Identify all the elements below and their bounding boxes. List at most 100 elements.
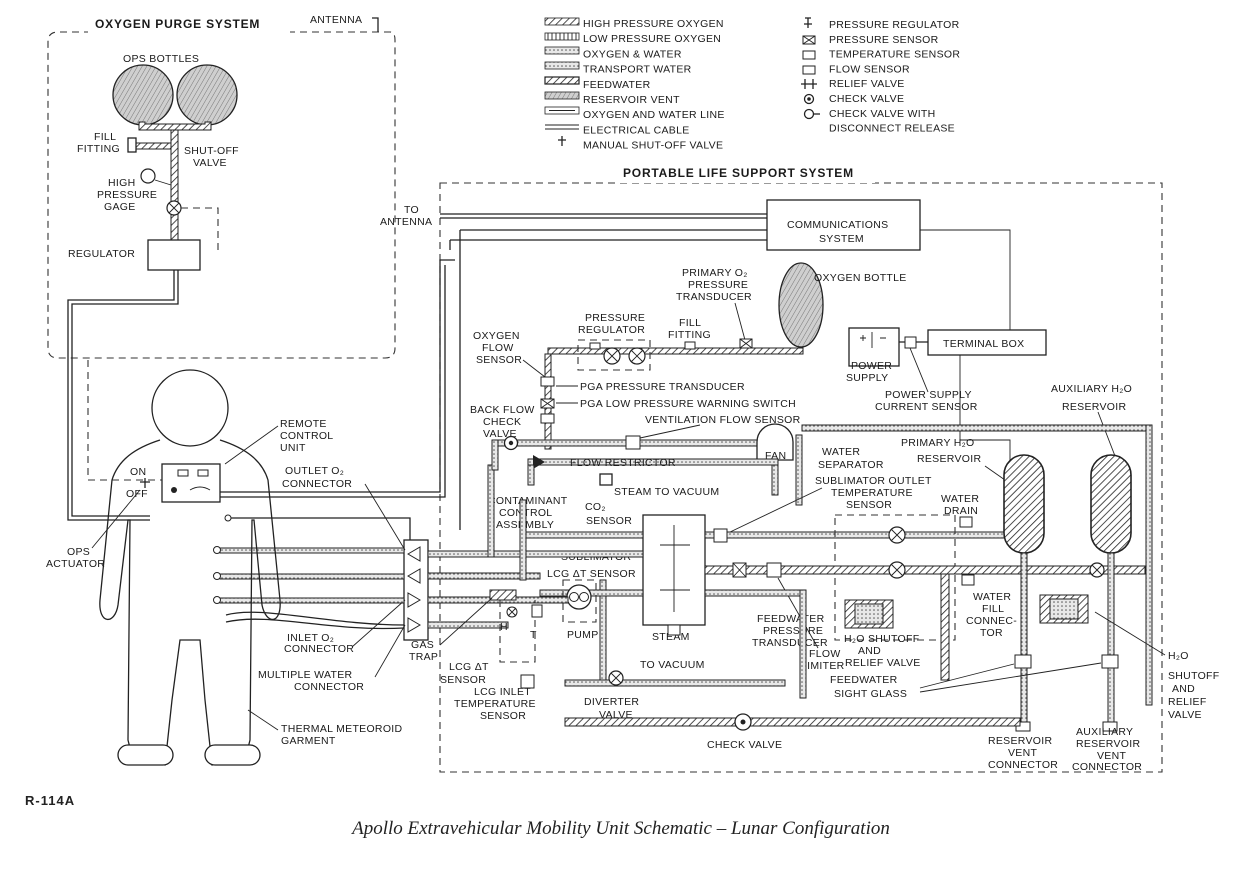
aux-vent-label-2: RESERVOIR [1076,738,1140,750]
oxygen-flow-sensor-icon [540,376,555,387]
lcg-dt2-label-1: LCG ΔT [449,661,489,673]
h2o-shutoff-label-2: AND [858,645,881,657]
water-sep-label-2: SEPARATOR [818,459,884,471]
multi-water-label-2: CONNECTOR [294,681,364,693]
power-supply-label-1: POWER [851,360,892,372]
gas-trap-label-1: GAS [411,639,434,651]
h2o-shutoff-r-label-1: H₂O [1168,650,1189,662]
feedwater-pt-label-1: FEEDWATER [757,613,825,625]
h2o-shutoff-r-label-3: AND [1172,683,1195,695]
back-flow-label-1: BACK FLOW [470,404,535,416]
remote-label-2: CONTROL [280,430,333,442]
outlet-label-2: CONNECTOR [282,478,352,490]
power-supply-box [848,327,900,367]
primary-o2-label-3: TRANSDUCER [676,291,752,303]
pga-pt-label: PGA PRESSURE TRANSDUCER [580,381,745,393]
figure-caption: Apollo Extravehicular Mobility Unit Sche… [352,818,890,839]
primary-res-label-2: RESERVOIR [917,453,981,465]
hp-gage-label-1: HIGH [108,177,135,189]
ops-bottles-label: OPS BOTTLES [123,53,199,65]
legend-symbol-label-0: PRESSURE REGULATOR [829,19,960,31]
res-vent-label-3: CONNECTOR [988,759,1058,771]
legend-symbol-label-3: FLOW SENSOR [829,63,910,75]
legend-symbol-label-2: TEMPERATURE SENSOR [829,49,960,61]
legend-line-label-4: FEEDWATER [583,79,651,91]
pga-lp-label: PGA LOW PRESSURE WARNING SWITCH [580,398,796,410]
lcg-dt-label: LCG ΔT SENSOR [547,568,636,580]
res-vent-label-2: VENT [1008,747,1037,759]
primary-res-label-1: PRIMARY H₂O [901,437,975,449]
primary-h2o-reservoir-icon [1003,454,1045,554]
legend-line-label-1: LOW PRESSURE OXYGEN [583,33,721,45]
terminal-box-label: TERMINAL BOX [943,338,1024,350]
legend-line-label-3: TRANSPORT WATER [583,64,692,76]
co2-label-2: SENSOR [586,515,632,527]
water-fill-label-2: FILL [982,603,1004,615]
legend-symbol-label-7: DISCONNECT RELEASE [829,123,955,135]
aux-vent-label-1: AUXILIARY [1076,726,1133,738]
ops-bottle-left [112,64,174,126]
comm-label-2: SYSTEM [819,233,864,245]
legend-line-label-6: OXYGEN AND WATER LINE [583,109,725,121]
legend-line-label-2: OXYGEN & WATER [583,48,682,60]
legend-symbol-label-4: RELIEF VALVE [829,78,905,90]
remote-label-1: REMOTE [280,418,327,430]
flow-limiter-label-1: FLOW [809,648,841,660]
hp-gage-label-2: PRESSURE [97,189,157,201]
sub-outlet-label-2: TEMPERATURE [831,487,913,499]
t-mark: T [530,629,537,641]
lcg-inlet-label-1: LCG INLET [474,686,531,698]
fill2-label-1: FILL [679,317,701,329]
thermal-label-1: THERMAL METEOROID [281,723,403,735]
steam-vac-label-1: STEAM TO VACUUM [614,486,719,498]
legend: HIGH PRESSURE OXYGEN LOW PRESSURE OXYGEN O… [544,17,960,152]
current-sensor-icon [904,336,917,349]
diverter-label-1: DIVERTER [584,696,639,708]
on-label: ON [130,466,146,478]
fill-fitting-label-2: FITTING [77,143,120,155]
inlet-label-2: CONNECTOR [284,643,354,655]
aux-res-label-1: AUXILIARY H₂O [1051,383,1132,395]
aux-vent-label-4: CONNECTOR [1072,761,1142,773]
water-fill-label-4: TOR [980,627,1003,639]
shutoff-label-1: SHUT-OFF [184,145,239,157]
plss-heading: PORTABLE LIFE SUPPORT SYSTEM [623,166,854,180]
fan-icon [756,423,794,461]
res-vent-label-1: RESERVOIR [988,735,1052,747]
fill-fitting-label-1: FILL [94,131,116,143]
legend-line-label-5: RESERVOIR VENT [583,94,680,106]
oxy-flow-label-3: SENSOR [476,354,522,366]
legend-symbol-label-5: CHECK VALVE [829,93,904,105]
feedwater-sg-label-2: SIGHT GLASS [834,688,907,700]
gas-trap-icon [489,589,517,601]
aux-vent-label-3: VENT [1097,750,1126,762]
water-drain-icon [959,516,973,528]
gas-trap-label-2: TRAP [409,651,438,663]
flow-restrictor-label: FLOW RESTRICTOR [570,457,676,469]
contaminant-label-1: CONTAMINANT [488,495,568,507]
ops-actuator-label-1: OPS [67,546,90,558]
water-fill-label-3: CONNEC- [966,615,1017,627]
legend-line-label-0: HIGH PRESSURE OXYGEN [583,18,724,30]
power-supply-label-2: SUPPLY [846,372,888,384]
legend-line-label-7: ELECTRICAL CABLE [583,124,690,136]
primary-o2-label-1: PRIMARY O₂ [682,267,748,279]
fill-fitting [127,137,137,153]
lcg-inlet-temp-sensor-icon [520,674,535,689]
terminal-box [927,329,1047,356]
co2-label-1: CO₂ [585,501,606,513]
oxy-flow-label-1: OXYGEN [473,330,520,342]
diverter-label-2: VALVE [599,709,633,721]
oxygen-bottle-label: OXYGEN BOTTLE [814,272,907,284]
feedwater-sg-label-1: FEEDWATER [830,674,898,686]
communications-system-box [766,199,921,251]
ops-region: OXYGEN PURGE SYSTEM ANTENNA OPS BOTTLES … [47,14,396,480]
ops-actuator-label-2: ACTUATOR [46,558,105,570]
h2o-shutoff-label-3: RELIEF VALVE [845,657,921,669]
water-drain-label-1: WATER [941,493,979,505]
lcg-inlet-label-3: SENSOR [480,710,526,722]
h-mark: H [500,621,508,633]
water-sep-label-1: WATER [822,446,860,458]
press-reg-label-1: PRESSURE [585,312,645,324]
